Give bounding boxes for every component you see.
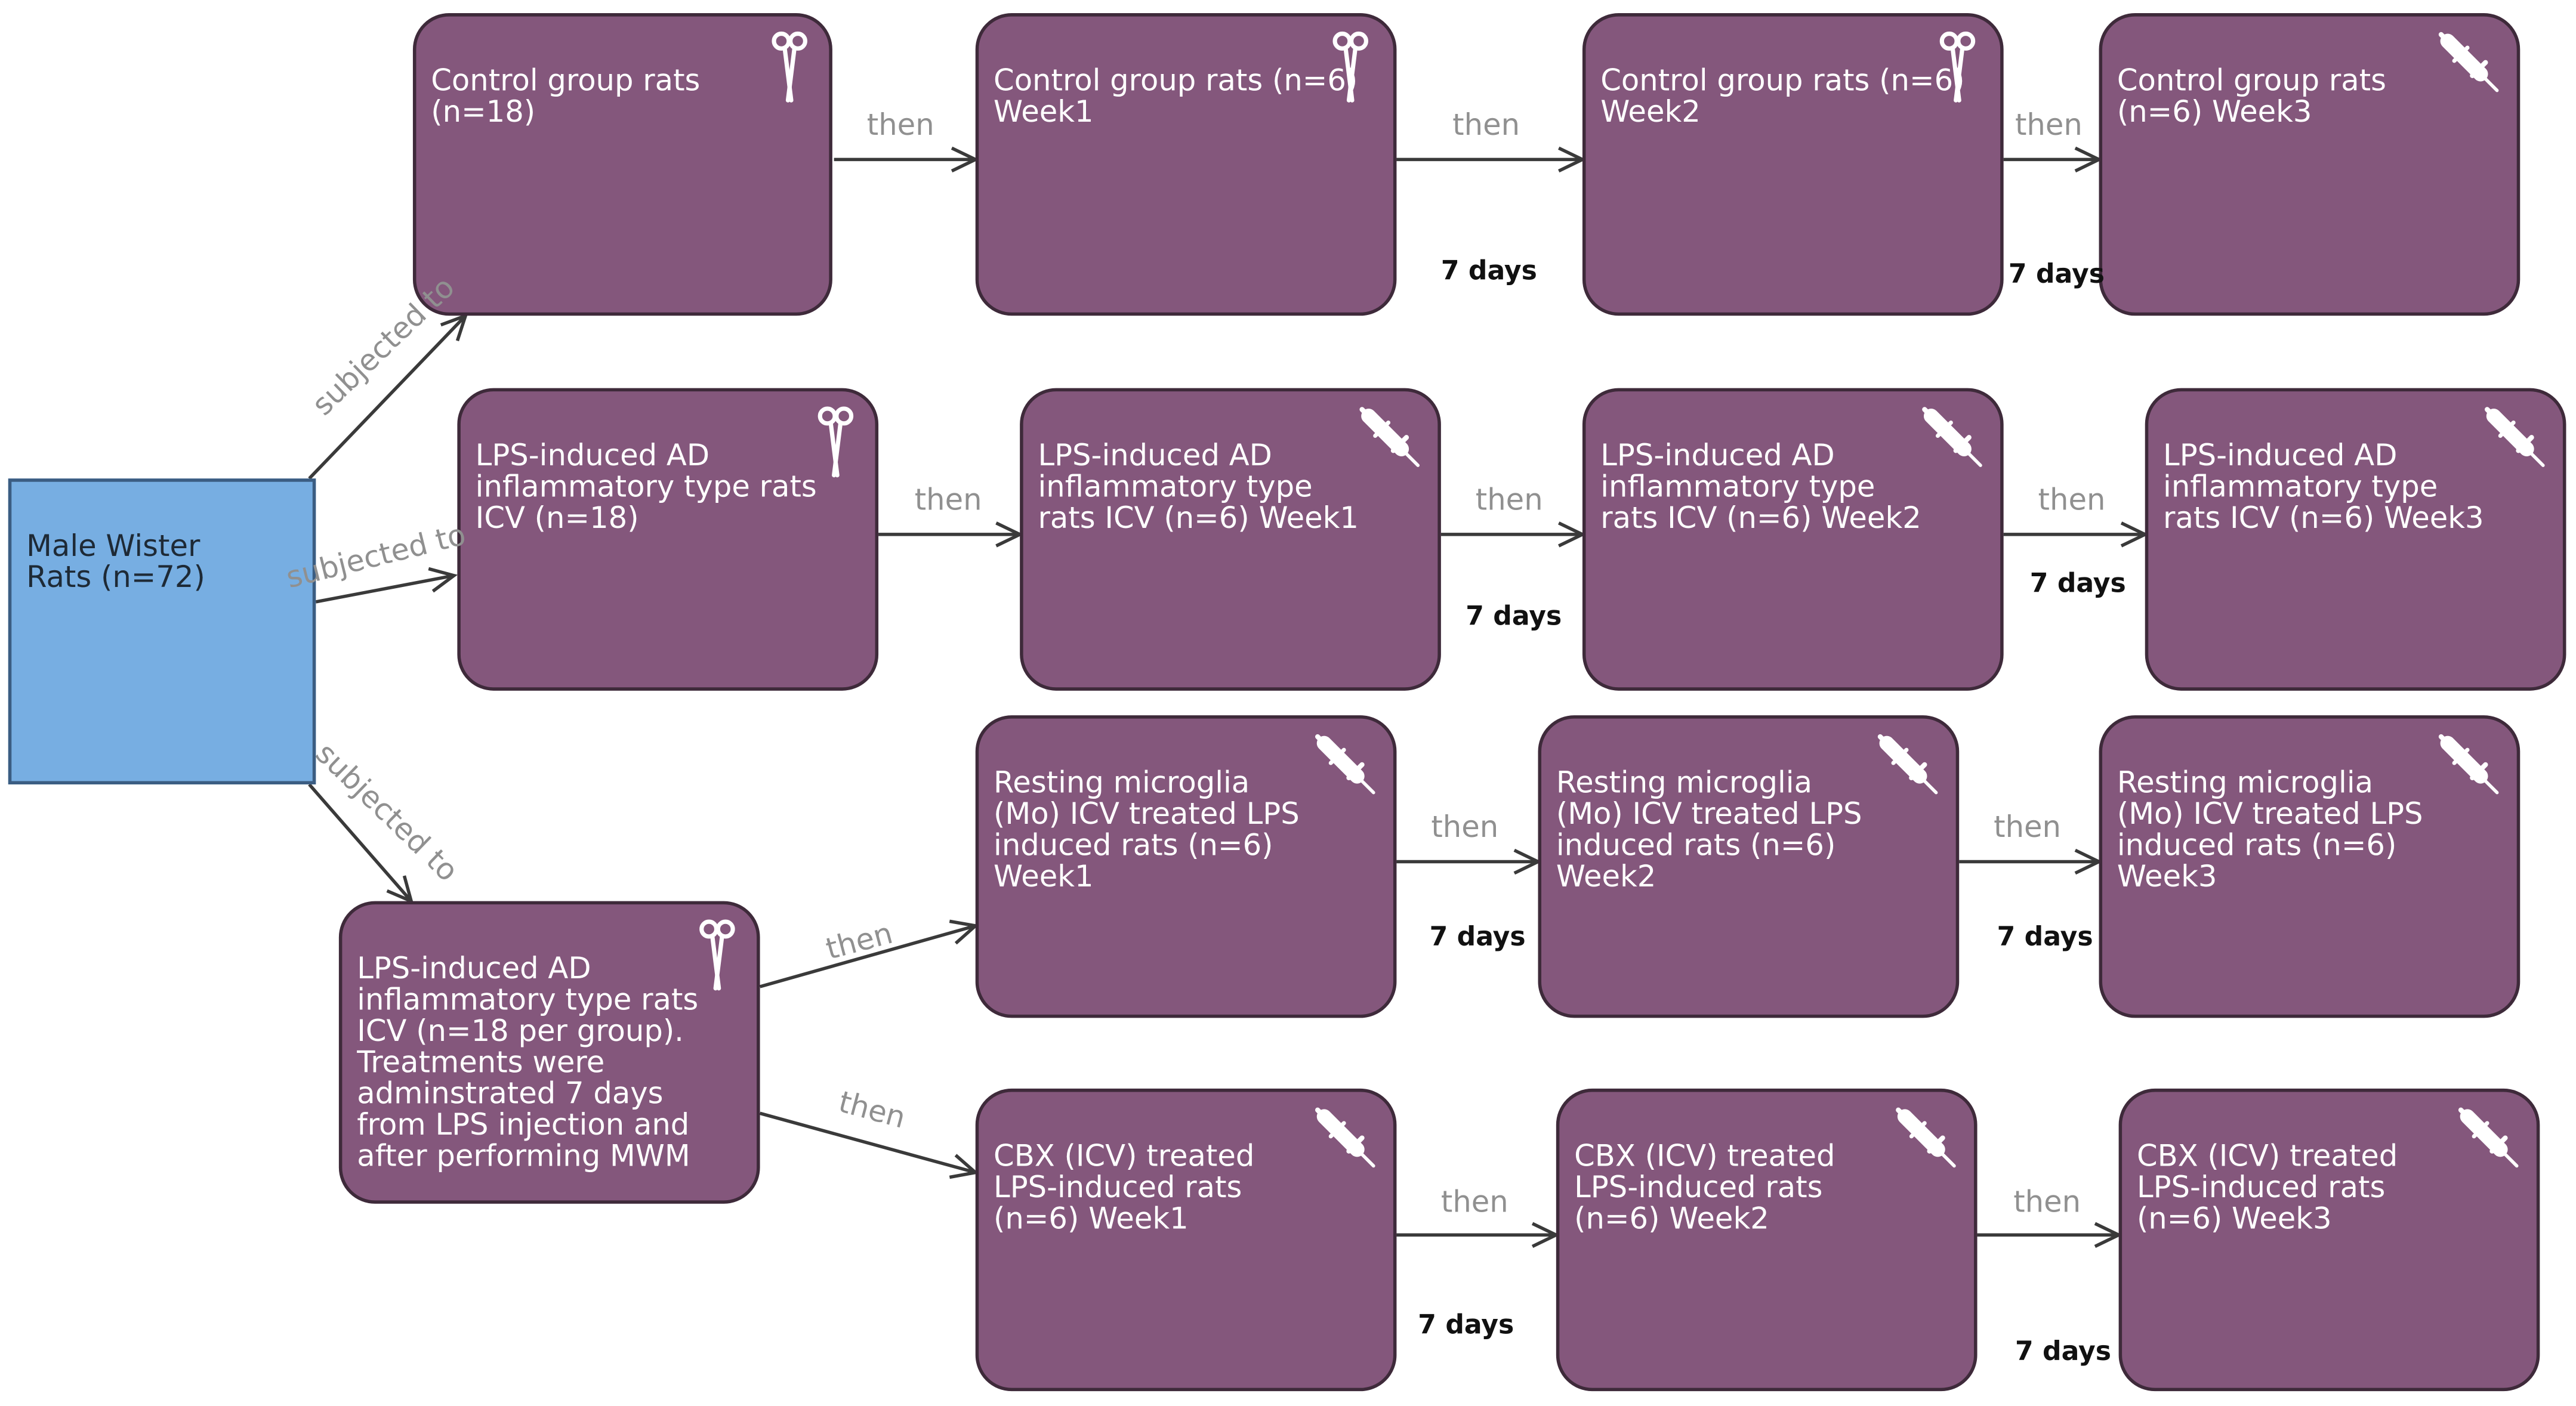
node-label: CBX (ICV) treated LPS-induced rats (n=6)… xyxy=(1574,1139,1835,1237)
syringe-icon xyxy=(1308,728,1380,807)
arrowhead xyxy=(1558,146,1587,173)
syringe-icon xyxy=(2431,728,2503,807)
duration-label: 7 days xyxy=(2008,258,2105,290)
scissors-icon xyxy=(1939,28,1976,110)
node-control-week2: Control group rats (n=6) Week2 xyxy=(1582,13,2004,316)
syringe-icon xyxy=(1915,401,1987,480)
node-label: LPS-induced AD inflammatory type rats IC… xyxy=(475,439,817,536)
syringe-icon xyxy=(2451,1102,2523,1181)
duration-label: 7 days xyxy=(1466,600,1562,632)
node-control-week1: Control group rats (n=6) Week1 xyxy=(975,13,1397,316)
syringe-icon xyxy=(2478,401,2550,480)
node-lps-induced: LPS-induced AD inflammatory type rats IC… xyxy=(457,388,879,691)
arrowhead xyxy=(1513,848,1542,875)
arrowhead xyxy=(951,146,980,173)
duration-label: 7 days xyxy=(2029,567,2126,599)
node-label: Male Wister Rats (n=72) xyxy=(26,529,205,595)
arrowhead xyxy=(440,313,468,342)
syringe-icon xyxy=(1870,728,1942,807)
node-label: Control group rats (n=18) xyxy=(431,64,701,130)
duration-label: 7 days xyxy=(1440,255,1537,286)
edge-label-then: then xyxy=(1475,483,1543,518)
arrowhead xyxy=(949,1154,979,1179)
edge-label-then: then xyxy=(2013,1185,2081,1220)
node-label: LPS-induced AD inflammatory type rats IC… xyxy=(1600,439,1921,536)
node-mo-week1: Resting microglia (Mo) ICV treated LPS i… xyxy=(975,715,1397,1018)
connector-line xyxy=(759,924,976,988)
syringe-icon xyxy=(1308,1102,1380,1181)
scissors-icon xyxy=(817,403,854,485)
edge-label-then: then xyxy=(1452,108,1520,143)
node-label: LPS-induced AD inflammatory type rats IC… xyxy=(2163,439,2484,536)
node-cbx-week3: CBX (ICV) treated LPS-induced rats (n=6)… xyxy=(2118,1088,2540,1392)
node-control-group: Control group rats (n=18) xyxy=(412,13,832,316)
connector-line xyxy=(308,783,413,903)
node-label: Resting microglia (Mo) ICV treated LPS i… xyxy=(1556,766,1862,895)
node-label: CBX (ICV) treated LPS-induced rats (n=6)… xyxy=(2136,1139,2398,1237)
node-label: Control group rats (n=6) Week2 xyxy=(1600,64,1965,130)
edge-label-then: then xyxy=(1994,811,2062,845)
scissors-icon xyxy=(772,28,808,110)
syringe-icon xyxy=(1352,401,1424,480)
node-lps-week1: LPS-induced AD inflammatory type rats IC… xyxy=(1020,388,1441,691)
arrowhead xyxy=(2074,146,2103,173)
node-cbx-week2: CBX (ICV) treated LPS-induced rats (n=6)… xyxy=(1556,1088,1977,1392)
duration-label: 7 days xyxy=(1418,1309,1514,1340)
node-label: LPS-induced AD inflammatory type rats IC… xyxy=(1038,439,1359,536)
arrowhead xyxy=(995,521,1024,548)
node-lps-week2: LPS-induced AD inflammatory type rats IC… xyxy=(1582,388,2004,691)
edge-label-then: then xyxy=(2038,483,2106,518)
node-control-week3: Control group rats (n=6) Week3 xyxy=(2099,13,2521,316)
node-label: CBX (ICV) treated LPS-induced rats (n=6)… xyxy=(994,1139,1255,1237)
edge-label-then: then xyxy=(1431,811,1499,845)
duration-label: 7 days xyxy=(1429,920,1526,953)
connector-line xyxy=(315,574,455,604)
duration-label: 7 days xyxy=(2014,1335,2112,1367)
edge-label-then: then xyxy=(2014,108,2083,143)
scissors-icon xyxy=(1332,28,1369,110)
arrowhead xyxy=(1558,521,1587,548)
scissors-icon xyxy=(699,916,736,998)
node-label: LPS-induced AD inflammatory type rats IC… xyxy=(357,952,699,1175)
syringe-icon xyxy=(1889,1102,1961,1181)
node-male-wister-rats: Male Wister Rats (n=72) xyxy=(8,478,316,784)
node-lps-treatment-group: LPS-induced AD inflammatory type rats IC… xyxy=(338,901,760,1204)
edge-label-then: then xyxy=(866,108,934,143)
node-label: Resting microglia (Mo) ICV treated LPS i… xyxy=(2117,766,2423,895)
node-mo-week2: Resting microglia (Mo) ICV treated LPS i… xyxy=(1538,715,1960,1018)
node-label: Resting microglia (Mo) ICV treated LPS i… xyxy=(994,766,1300,895)
arrowhead xyxy=(949,919,979,945)
node-label: Control group rats (n=6) Week3 xyxy=(2117,64,2387,130)
node-cbx-week1: CBX (ICV) treated LPS-induced rats (n=6)… xyxy=(975,1088,1397,1392)
edge-label-then: then xyxy=(1440,1185,1508,1220)
connector-line xyxy=(308,314,467,480)
node-mo-week3: Resting microglia (Mo) ICV treated LPS i… xyxy=(2099,715,2521,1018)
node-lps-week3: LPS-induced AD inflammatory type rats IC… xyxy=(2145,388,2566,691)
syringe-icon xyxy=(2431,26,2503,105)
arrowhead xyxy=(2074,848,2103,875)
arrowhead xyxy=(428,567,458,593)
connector-line xyxy=(759,1111,976,1175)
node-label: Control group rats (n=6) Week1 xyxy=(994,64,1358,130)
arrowhead xyxy=(386,875,414,904)
duration-label: 7 days xyxy=(1997,920,2093,953)
edge-label-then: then xyxy=(914,483,982,518)
